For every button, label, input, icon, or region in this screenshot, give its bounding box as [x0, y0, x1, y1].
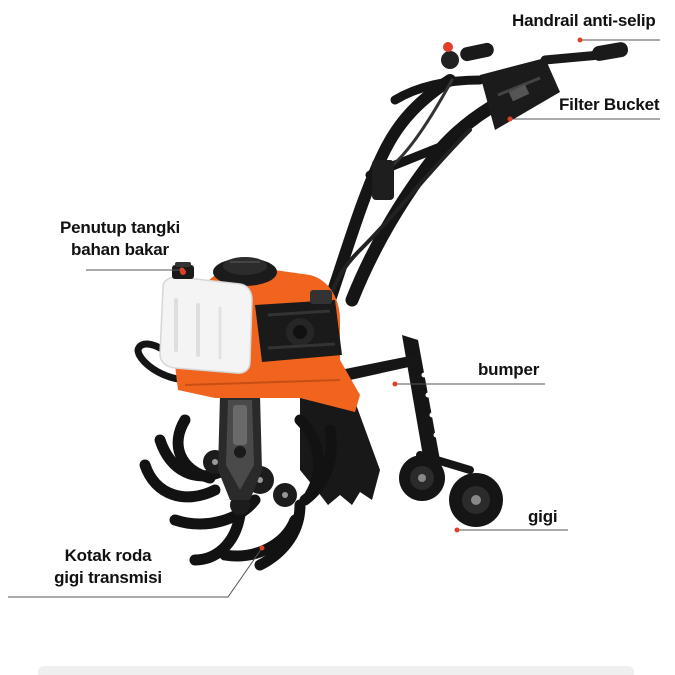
callout-handrail: Handrail anti-selip: [512, 11, 656, 30]
callout-gearbox-line2: gigi transmisi: [54, 568, 162, 587]
fuel-tank: [159, 276, 253, 374]
front-guard: [134, 340, 194, 384]
engine-base-plate: [175, 360, 360, 412]
depth-stem: [402, 335, 474, 474]
gearbox: [218, 395, 262, 500]
callout-fuel-cap-line2: bahan bakar: [71, 240, 169, 259]
frame-clamp: [372, 160, 394, 200]
callout-bumper: bumper: [478, 360, 540, 379]
callout-fuel-cap: Penutup tangki bahan bakar: [40, 217, 200, 261]
callout-leaders: [8, 39, 660, 598]
callout-dots: [179, 37, 583, 551]
footer-bar: [38, 666, 634, 675]
handrail-grips: [441, 42, 629, 69]
callout-filter-bucket: Filter Bucket: [559, 95, 660, 114]
transport-wheels: [399, 455, 503, 527]
bumper-beam: [330, 355, 418, 384]
callout-fuel-cap-line1: Penutup tangki: [60, 218, 180, 237]
callout-gigi: gigi: [528, 507, 558, 526]
callout-gearbox: Kotak roda gigi transmisi: [28, 545, 188, 589]
filter-bucket: [480, 58, 560, 130]
plate-edge: [184, 379, 341, 386]
callout-gearbox-line1: Kotak roda: [64, 546, 152, 565]
